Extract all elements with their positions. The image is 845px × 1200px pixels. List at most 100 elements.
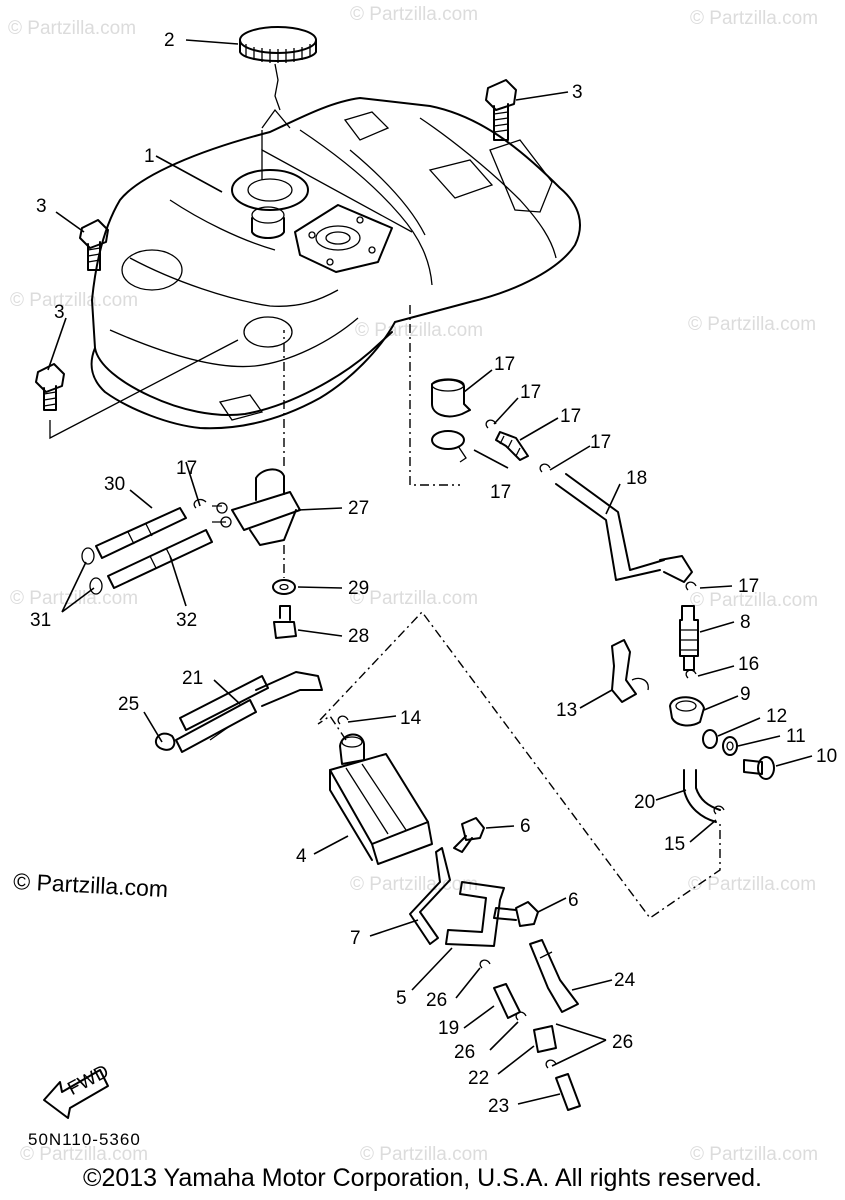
callout-32: 32 — [176, 610, 197, 631]
copyright-notice: ©2013 Yamaha Motor Corporation, U.S.A. A… — [83, 1164, 762, 1192]
callout-6: 6 — [568, 890, 579, 911]
callout-24: 24 — [614, 970, 636, 991]
watermark: © Partzilla.com — [360, 1144, 488, 1165]
callout-13: 13 — [556, 700, 577, 721]
bolt-28 — [273, 605, 297, 639]
callout-3: 3 — [36, 196, 47, 217]
callout-14: 17 — [494, 354, 515, 375]
hose-30 — [95, 507, 187, 559]
callout-8: 8 — [740, 612, 751, 633]
hose-20 — [175, 671, 323, 753]
callout-18: 18 — [626, 468, 647, 489]
hose-18 — [555, 473, 693, 583]
watermark: © Partzilla.com — [10, 588, 138, 609]
bracket-5 — [445, 881, 505, 947]
clip-17-b — [539, 463, 551, 473]
watermark: © Partzilla.com — [355, 320, 483, 341]
clip-17-e — [713, 805, 725, 815]
watermark-layer: © Partzilla.com © Partzilla.com © Partzi… — [8, 4, 818, 1165]
check-valve-8 — [679, 605, 699, 671]
callout-15: 17 — [490, 482, 511, 503]
callout-7: 7 — [350, 928, 361, 949]
fuel-tank — [90, 97, 581, 430]
callout-17: 15 — [664, 834, 685, 855]
callout-25: 25 — [118, 694, 139, 715]
watermark: © Partzilla.com — [8, 18, 136, 39]
bolt-6-lower — [493, 901, 539, 927]
assembly-bracket-line — [49, 339, 239, 440]
callout-16: 17 — [560, 406, 581, 427]
callout-3: 3 — [54, 302, 65, 323]
assembly-dash-line — [319, 610, 721, 919]
hose-19 — [683, 769, 721, 823]
fitting-9 — [669, 696, 705, 727]
assembly-bracket-line — [261, 148, 413, 233]
callout-17: 14 — [400, 708, 422, 729]
fuel-cap — [239, 26, 317, 150]
watermark: © Partzilla.com — [350, 4, 478, 25]
watermark: © Partzilla.com — [688, 314, 816, 335]
clamp-25 — [154, 732, 176, 751]
leader-lines — [47, 39, 813, 1105]
bracket-7 — [409, 847, 451, 945]
watermark: © Partzilla.com — [350, 874, 478, 895]
fitting-16 — [495, 431, 529, 461]
callout-17: 17 — [590, 432, 611, 453]
callout-23: 23 — [488, 1096, 509, 1117]
callout-30: 30 — [104, 474, 125, 495]
clips-31 — [81, 547, 103, 595]
hose-21 — [493, 983, 521, 1019]
callout-1: 1 — [144, 146, 155, 167]
callout-11: 11 — [786, 726, 806, 747]
joint-22 — [533, 1025, 557, 1053]
clip-26-a — [479, 959, 491, 969]
callout-26: 26 — [612, 1032, 633, 1053]
washer-29 — [272, 579, 296, 595]
clip-17-canister — [337, 715, 349, 725]
bracket-13 — [611, 639, 649, 703]
callout-29: 29 — [348, 578, 369, 599]
callout-26: 26 — [454, 1042, 475, 1063]
hose-23 — [555, 1073, 581, 1111]
callout-4: 4 — [296, 846, 307, 867]
callout-5: 5 — [396, 988, 407, 1009]
hose-32 — [107, 529, 213, 589]
clip-17-c — [685, 581, 697, 591]
callout-28: 28 — [348, 626, 369, 647]
watermark: © Partzilla.com — [20, 1144, 148, 1165]
callout-2: 2 — [164, 30, 175, 51]
watermark: © Partzilla.com — [10, 290, 138, 311]
callout-17: 16 — [738, 654, 759, 675]
callout-26: 26 — [426, 990, 447, 1011]
callout-27: 27 — [348, 498, 369, 519]
assembly-dash-line — [409, 305, 460, 486]
watermark: © Partzilla.com — [688, 874, 816, 895]
clip-26-c — [545, 1059, 557, 1069]
callout-9: 9 — [740, 684, 751, 705]
screw-10 — [743, 756, 775, 780]
callout-3: 3 — [572, 82, 583, 103]
callout-21: 19 — [438, 1018, 459, 1039]
callout-10: 10 — [816, 746, 837, 767]
callout-19: 20 — [634, 792, 655, 813]
forward-arrow: FWD — [43, 1061, 112, 1119]
hose-24 — [529, 939, 579, 1013]
drawing-code: 50N110-5360 — [28, 1130, 141, 1149]
bolt-6-upper — [453, 817, 485, 853]
cap-14 — [431, 378, 471, 418]
grommet-12 — [702, 729, 718, 749]
watermark: © Partzilla.com — [690, 1144, 818, 1165]
assembly-dash-line — [317, 715, 347, 741]
watermark: © Partzilla.com — [690, 8, 818, 29]
canister-4 — [329, 733, 433, 865]
callout-22: 22 — [468, 1068, 489, 1089]
callout-17: 17 — [520, 382, 541, 403]
clamp-15 — [431, 430, 467, 463]
bolt-3-left-lower — [35, 363, 65, 411]
bolt-3-right — [485, 79, 517, 141]
callout-20: 21 — [182, 668, 203, 689]
watermark: © Partzilla.com — [690, 590, 818, 611]
clip-26-b — [515, 1011, 527, 1021]
watermark: © Partzilla.com — [350, 588, 478, 609]
